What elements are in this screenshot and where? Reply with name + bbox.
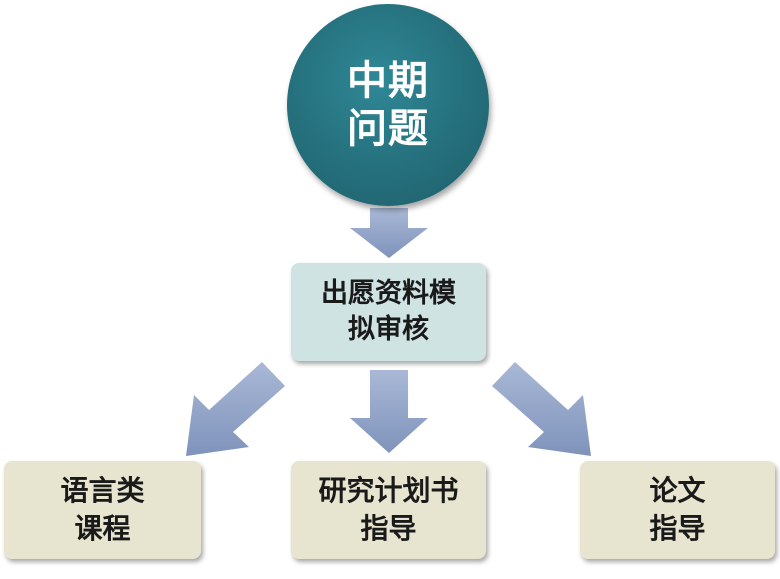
child-node-thesis-guidance: 论文指导 <box>580 461 775 559</box>
child-node-label: 语言类课程 <box>60 474 145 545</box>
child-node-research-plan: 研究计划书指导 <box>291 461 486 559</box>
arrow-middle-to-left <box>186 362 285 456</box>
child-node-language-courses: 语言类课程 <box>4 461 201 559</box>
arrow-middle-to-center <box>350 370 428 453</box>
root-node-label: 中期问题 <box>347 58 429 152</box>
arrow-middle-to-right <box>492 362 591 456</box>
middle-node-label: 出愿资料模拟审核 <box>321 278 456 345</box>
middle-node-box: 出愿资料模拟审核 <box>291 263 486 361</box>
child-node-label: 研究计划书指导 <box>318 474 459 545</box>
root-node-circle: 中期问题 <box>287 4 489 206</box>
arrow-root-to-middle <box>350 208 428 258</box>
child-node-label: 论文指导 <box>649 474 706 545</box>
